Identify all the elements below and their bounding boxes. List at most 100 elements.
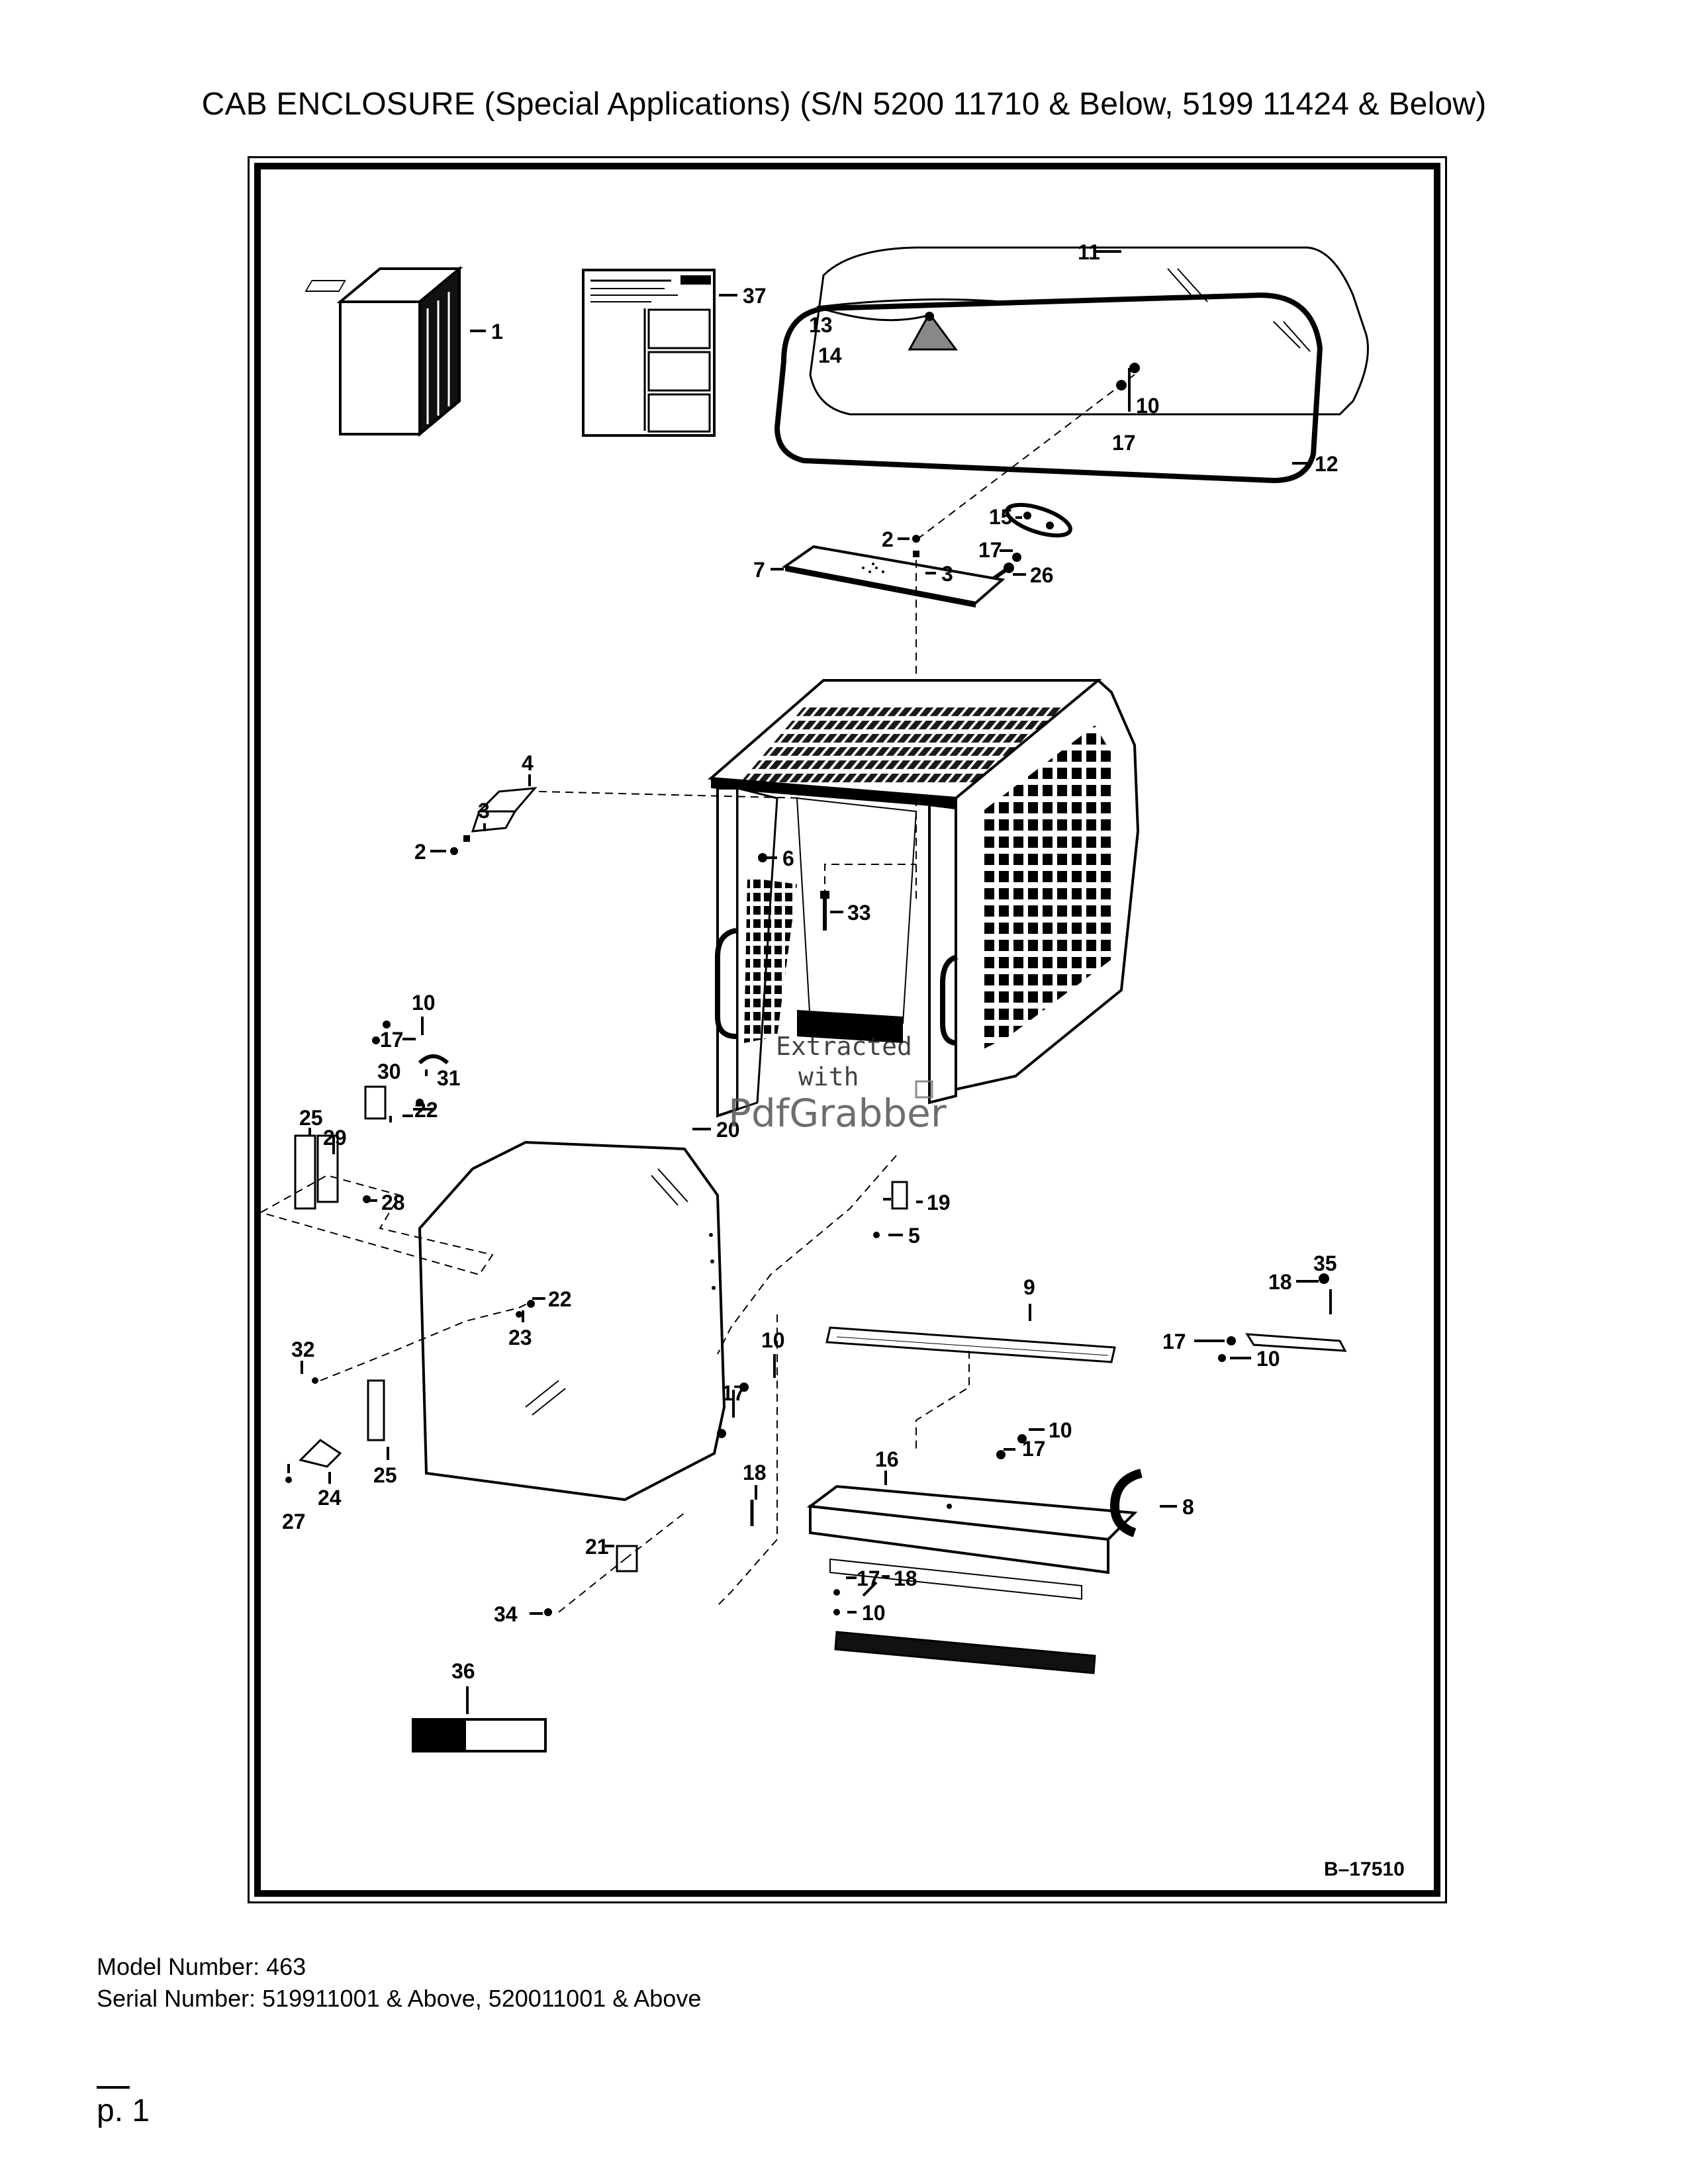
callout-25b: 25 — [373, 1463, 397, 1487]
watermark-line2: with — [798, 1062, 859, 1091]
part-13-14-decal — [816, 298, 1003, 351]
model-number: Model Number: 463 — [97, 1953, 306, 1980]
latch-assembly — [294, 1021, 449, 1210]
hardware-10-step — [1017, 1434, 1027, 1443]
callout-17c: 17 — [380, 1028, 404, 1052]
figure-number: B–17510 — [1324, 1858, 1405, 1880]
callout-35: 35 — [1313, 1251, 1337, 1275]
part-strip-bottom — [834, 1631, 1096, 1674]
hardware-2-left — [450, 847, 458, 855]
callout-29: 29 — [323, 1126, 347, 1150]
callout-10c: 10 — [761, 1328, 785, 1352]
callout-10a: 10 — [1136, 394, 1160, 418]
callout-10e: 10 — [1256, 1347, 1280, 1371]
part-11-top-window — [809, 246, 1369, 416]
hinge-parts-19 — [873, 1181, 908, 1238]
part-7-plate — [781, 545, 1006, 608]
callout-8: 8 — [1182, 1495, 1194, 1519]
callout-27: 27 — [282, 1510, 306, 1533]
callout-20: 20 — [716, 1118, 740, 1142]
callout-18c: 18 — [894, 1567, 917, 1590]
callout-10d: 10 — [1049, 1418, 1072, 1442]
hardware-17-ring — [1012, 553, 1021, 562]
callout-4: 4 — [522, 751, 534, 775]
hardware-3-top — [913, 551, 919, 557]
diagram-frame-inner — [254, 163, 1440, 1897]
cab-frame — [708, 678, 1140, 1118]
hardware-17-step — [996, 1450, 1006, 1459]
callout-37: 37 — [743, 284, 767, 308]
callout-23: 23 — [508, 1326, 532, 1349]
callout-3b: 3 — [478, 799, 490, 823]
callout-18b: 18 — [743, 1461, 767, 1484]
callout-34: 34 — [494, 1602, 518, 1626]
callout-22a: 22 — [414, 1098, 438, 1122]
callout-28: 28 — [381, 1191, 405, 1214]
callout-18a: 18 — [1268, 1270, 1292, 1294]
hardware-17-mid — [717, 1429, 726, 1438]
callout-21: 21 — [585, 1535, 609, 1559]
hardware-17-bottom — [833, 1589, 840, 1596]
callout-17g: 17 — [857, 1567, 880, 1590]
part-36-decal — [412, 1718, 547, 1752]
callout-7: 7 — [753, 558, 765, 582]
callout-16: 16 — [875, 1447, 899, 1471]
callout-2a: 2 — [882, 527, 894, 551]
callout-11: 11 — [1078, 240, 1100, 264]
callout-19: 19 — [927, 1191, 951, 1214]
callout-17b: 17 — [978, 538, 1002, 562]
part-20-door-glass — [418, 1140, 726, 1502]
hardware-10-bottom — [833, 1609, 840, 1615]
callout-22b: 22 — [548, 1287, 572, 1311]
part-1-box — [305, 265, 463, 437]
part-35-bracket — [1218, 1273, 1347, 1362]
part-37-manual — [582, 269, 716, 437]
parts-diagram: 1 2 2 3 3 4 5 6 7 8 9 10 10 10 10 10 10 … — [254, 163, 1440, 1897]
callout-30: 30 — [377, 1060, 401, 1083]
callout-9: 9 — [1023, 1275, 1035, 1299]
diagram-frame-outer — [248, 156, 1447, 1903]
callout-10b: 10 — [412, 991, 436, 1015]
callout-31: 31 — [437, 1066, 461, 1090]
part-9-strip — [825, 1326, 1116, 1363]
callout-14: 14 — [818, 343, 842, 367]
callout-26: 26 — [1030, 563, 1054, 587]
callout-36: 36 — [451, 1659, 475, 1683]
lower-latch — [285, 1377, 638, 1616]
hardware-10-mid — [739, 1383, 749, 1392]
callout-6: 6 — [782, 846, 794, 870]
callout-5: 5 — [908, 1224, 920, 1248]
watermark: Extracted with PdfGrabber — [728, 1032, 947, 1136]
callout-25a: 25 — [299, 1106, 323, 1130]
callout-15: 15 — [989, 505, 1013, 529]
callout-32: 32 — [291, 1338, 315, 1361]
hardware-6 — [758, 853, 767, 862]
hardware-10-window — [1129, 363, 1140, 373]
callout-33: 33 — [847, 901, 871, 925]
hardware-23-glass — [516, 1311, 522, 1318]
callout-24: 24 — [318, 1486, 342, 1510]
hardware-22-glass — [527, 1300, 535, 1308]
callout-17f: 17 — [1162, 1330, 1186, 1353]
callout-17e: 17 — [1022, 1437, 1046, 1461]
callout-3a: 3 — [941, 562, 953, 586]
hardware-2-top — [912, 535, 920, 543]
part-8-clip — [1109, 1469, 1143, 1537]
footer-rule — [97, 2086, 130, 2089]
callout-labels: 1 2 2 3 3 4 5 6 7 8 9 10 10 10 10 10 10 … — [282, 240, 1338, 1683]
callout-13: 13 — [809, 313, 833, 337]
page-number: p. 1 — [97, 2093, 150, 2128]
part-12-seal — [774, 292, 1323, 484]
callout-10f: 10 — [862, 1601, 886, 1625]
hardware-3-left — [463, 835, 470, 842]
watermark-brand: PdfGrabber — [728, 1091, 947, 1136]
watermark-line1: Extracted — [776, 1032, 912, 1061]
callout-17d: 17 — [722, 1381, 745, 1405]
callout-1: 1 — [491, 320, 503, 343]
page-title: CAB ENCLOSURE (Special Applications) (S/… — [201, 87, 1487, 122]
callout-17a: 17 — [1112, 431, 1136, 455]
watermark-logo-icon — [915, 1080, 933, 1099]
part-15-ring — [1005, 502, 1072, 538]
part-16-step — [806, 1484, 1138, 1600]
callout-12: 12 — [1315, 452, 1338, 476]
